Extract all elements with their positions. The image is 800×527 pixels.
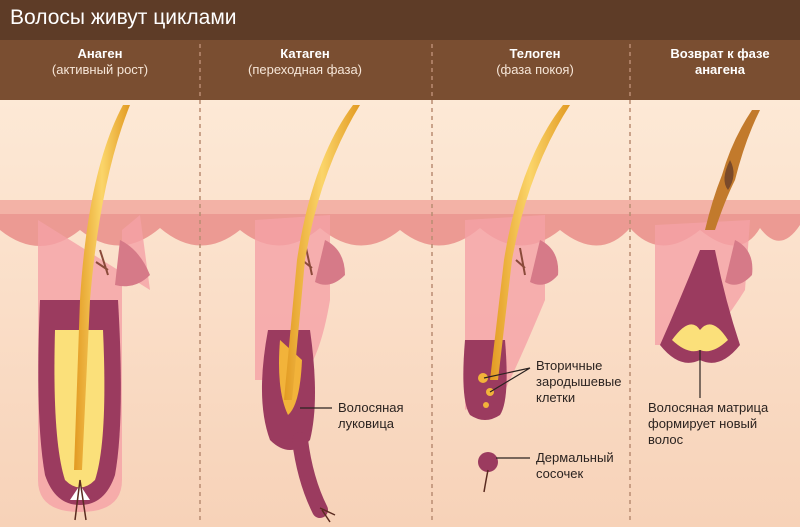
telogen-follicle — [463, 105, 570, 493]
return-anagen-follicle — [655, 110, 760, 398]
title-bar: Волосы живут циклами — [0, 0, 800, 40]
diagram-title: Волосы живут циклами — [10, 6, 237, 29]
label-matrix-line3: волос — [648, 432, 684, 447]
phase-anagen-name: Анаген — [77, 46, 123, 61]
label-matrix-line1: Волосяная матрица — [648, 400, 769, 415]
label-secondary-germ-cells: Вторичные зародышевые клетки — [536, 358, 621, 406]
phase-return-anagen: Возврат к фазе анагена — [640, 46, 800, 78]
label-papilla-line2: сосочек — [536, 466, 584, 481]
label-hair-bulb-line2: луковица — [338, 416, 394, 431]
label-germ-line1: Вторичные — [536, 358, 603, 373]
phase-catagen: Катаген (переходная фаза) — [225, 46, 385, 78]
phase-return-name-line2: анагена — [694, 62, 746, 77]
phase-return-name-line1: Возврат к фазе — [670, 46, 770, 61]
catagen-follicle — [255, 105, 360, 523]
catagen-hair-shaft — [284, 105, 360, 400]
label-dermal-papilla: Дермальный сосочек — [536, 450, 614, 482]
label-hair-bulb: Волосяная луковица — [338, 400, 404, 432]
label-germ-line3: клетки — [536, 390, 576, 405]
phase-anagen: Анаген (активный рост) — [20, 46, 180, 78]
phase-telogen-name: Телоген — [509, 46, 561, 61]
anagen-follicle — [38, 105, 150, 521]
skin-surface — [0, 200, 800, 214]
label-papilla-line1: Дермальный — [536, 450, 614, 465]
phase-anagen-sub: (активный рост) — [51, 62, 149, 77]
phase-catagen-sub: (переходная фаза) — [247, 62, 363, 77]
dermal-papilla-shape — [478, 452, 498, 472]
phase-header-band — [0, 40, 800, 100]
phase-catagen-name: Катаген — [280, 46, 330, 61]
label-matrix-line2: формирует новый — [648, 416, 758, 431]
label-hair-bulb-line1: Волосяная — [338, 400, 404, 415]
phase-telogen: Телоген (фаза покоя) — [455, 46, 615, 78]
label-germ-line2: зародышевые — [536, 374, 622, 389]
telogen-hair-shaft — [490, 105, 570, 380]
phase-telogen-sub: (фаза покоя) — [496, 62, 574, 77]
label-hair-matrix: Волосяная матрица формирует новый волос — [648, 400, 768, 448]
anagen-hair-shaft — [74, 105, 130, 470]
